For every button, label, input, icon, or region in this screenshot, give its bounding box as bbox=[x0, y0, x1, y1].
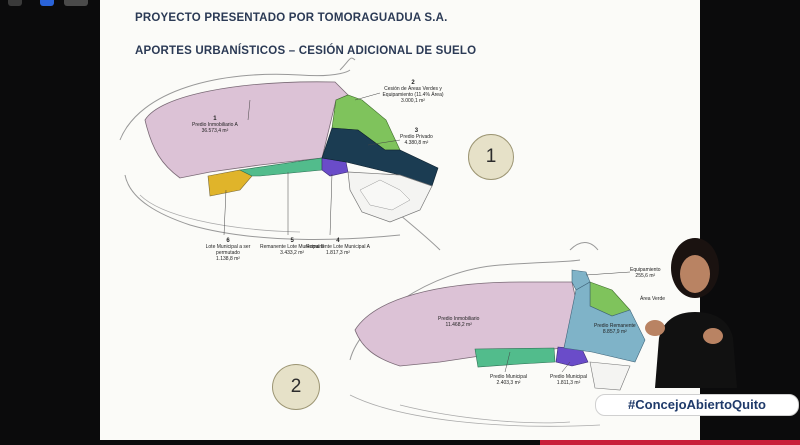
label-lot-4: 4 Remanente Lote Municipal A 1.817,3 m² bbox=[306, 238, 370, 256]
road-line bbox=[569, 242, 599, 251]
sign-language-interpreter bbox=[645, 238, 737, 388]
lot-predio-remanente bbox=[563, 281, 646, 363]
road-line bbox=[124, 174, 401, 240]
control-icon bbox=[64, 0, 88, 6]
lot-predio-inmobiliario bbox=[354, 281, 577, 367]
top-left-controls bbox=[0, 0, 120, 8]
lot-predio-municipal-b bbox=[474, 347, 556, 368]
label-equipamiento: Equipamiento 255,6 m² bbox=[630, 267, 661, 279]
map-2 bbox=[349, 242, 646, 427]
interpreter-face bbox=[680, 255, 710, 293]
road-line bbox=[349, 394, 601, 427]
lot-permuta bbox=[207, 169, 253, 197]
interpreter-hand-right bbox=[703, 328, 723, 344]
label-predio-inmobiliario: Predio Inmobiliario 11.468,2 m² bbox=[438, 316, 480, 328]
facebook-icon bbox=[40, 0, 54, 6]
lot-outline bbox=[589, 361, 631, 391]
hashtag-banner: #ConcejoAbiertoQuito bbox=[595, 394, 799, 416]
slide-subtitle: APORTES URBANÍSTICOS – CESIÓN ADICIONAL … bbox=[135, 45, 477, 57]
presentation-slide: PROYECTO PRESENTADO POR TOMORAGUADUA S.A… bbox=[100, 0, 700, 440]
interpreter-hand-left bbox=[645, 320, 665, 336]
site-maps bbox=[119, 57, 646, 427]
building-outline bbox=[359, 179, 411, 211]
interpreter-body bbox=[655, 312, 737, 388]
map-2-badge: 2 bbox=[272, 364, 320, 410]
control-icon bbox=[8, 0, 22, 6]
broadcast-red-bar bbox=[540, 440, 800, 445]
road-line bbox=[399, 404, 571, 424]
road-line bbox=[139, 194, 301, 233]
map-1 bbox=[119, 57, 441, 251]
label-predio-remanente: Predio Remanente 8.857,9 m² bbox=[594, 323, 636, 335]
lot-inmobiliario-a bbox=[144, 81, 349, 179]
slide-title: PROYECTO PRESENTADO POR TOMORAGUADUA S.A… bbox=[135, 12, 448, 24]
label-predio-municipal-b: Predio Municipal 2.403,3 m² bbox=[490, 374, 527, 386]
label-lot-5: 5 Remanente Lote Municipal B 3.433,2 m² bbox=[260, 238, 325, 256]
label-predio-municipal-a: Predio Municipal 1.811,3 m² bbox=[550, 374, 587, 386]
lot-predio-privado bbox=[321, 127, 439, 187]
label-area-verde: Área Verde bbox=[640, 296, 666, 302]
map-1-badge: 1 bbox=[468, 134, 514, 180]
road-line bbox=[339, 57, 356, 71]
lot-municipal-b bbox=[239, 157, 323, 177]
label-lot-3: 3 Predio Privado 4.380,8 m² bbox=[400, 128, 433, 146]
label-lot-2: 2 Cesión de Áreas Verdes y Equipamiento … bbox=[382, 80, 444, 104]
label-lot-1: 1 Predio Inmobiliario A 36.573,4 m² bbox=[192, 116, 238, 134]
label-lot-6: 6 Lote Municipal a ser permutado 1.138,8… bbox=[205, 238, 251, 262]
road-line bbox=[119, 69, 351, 141]
